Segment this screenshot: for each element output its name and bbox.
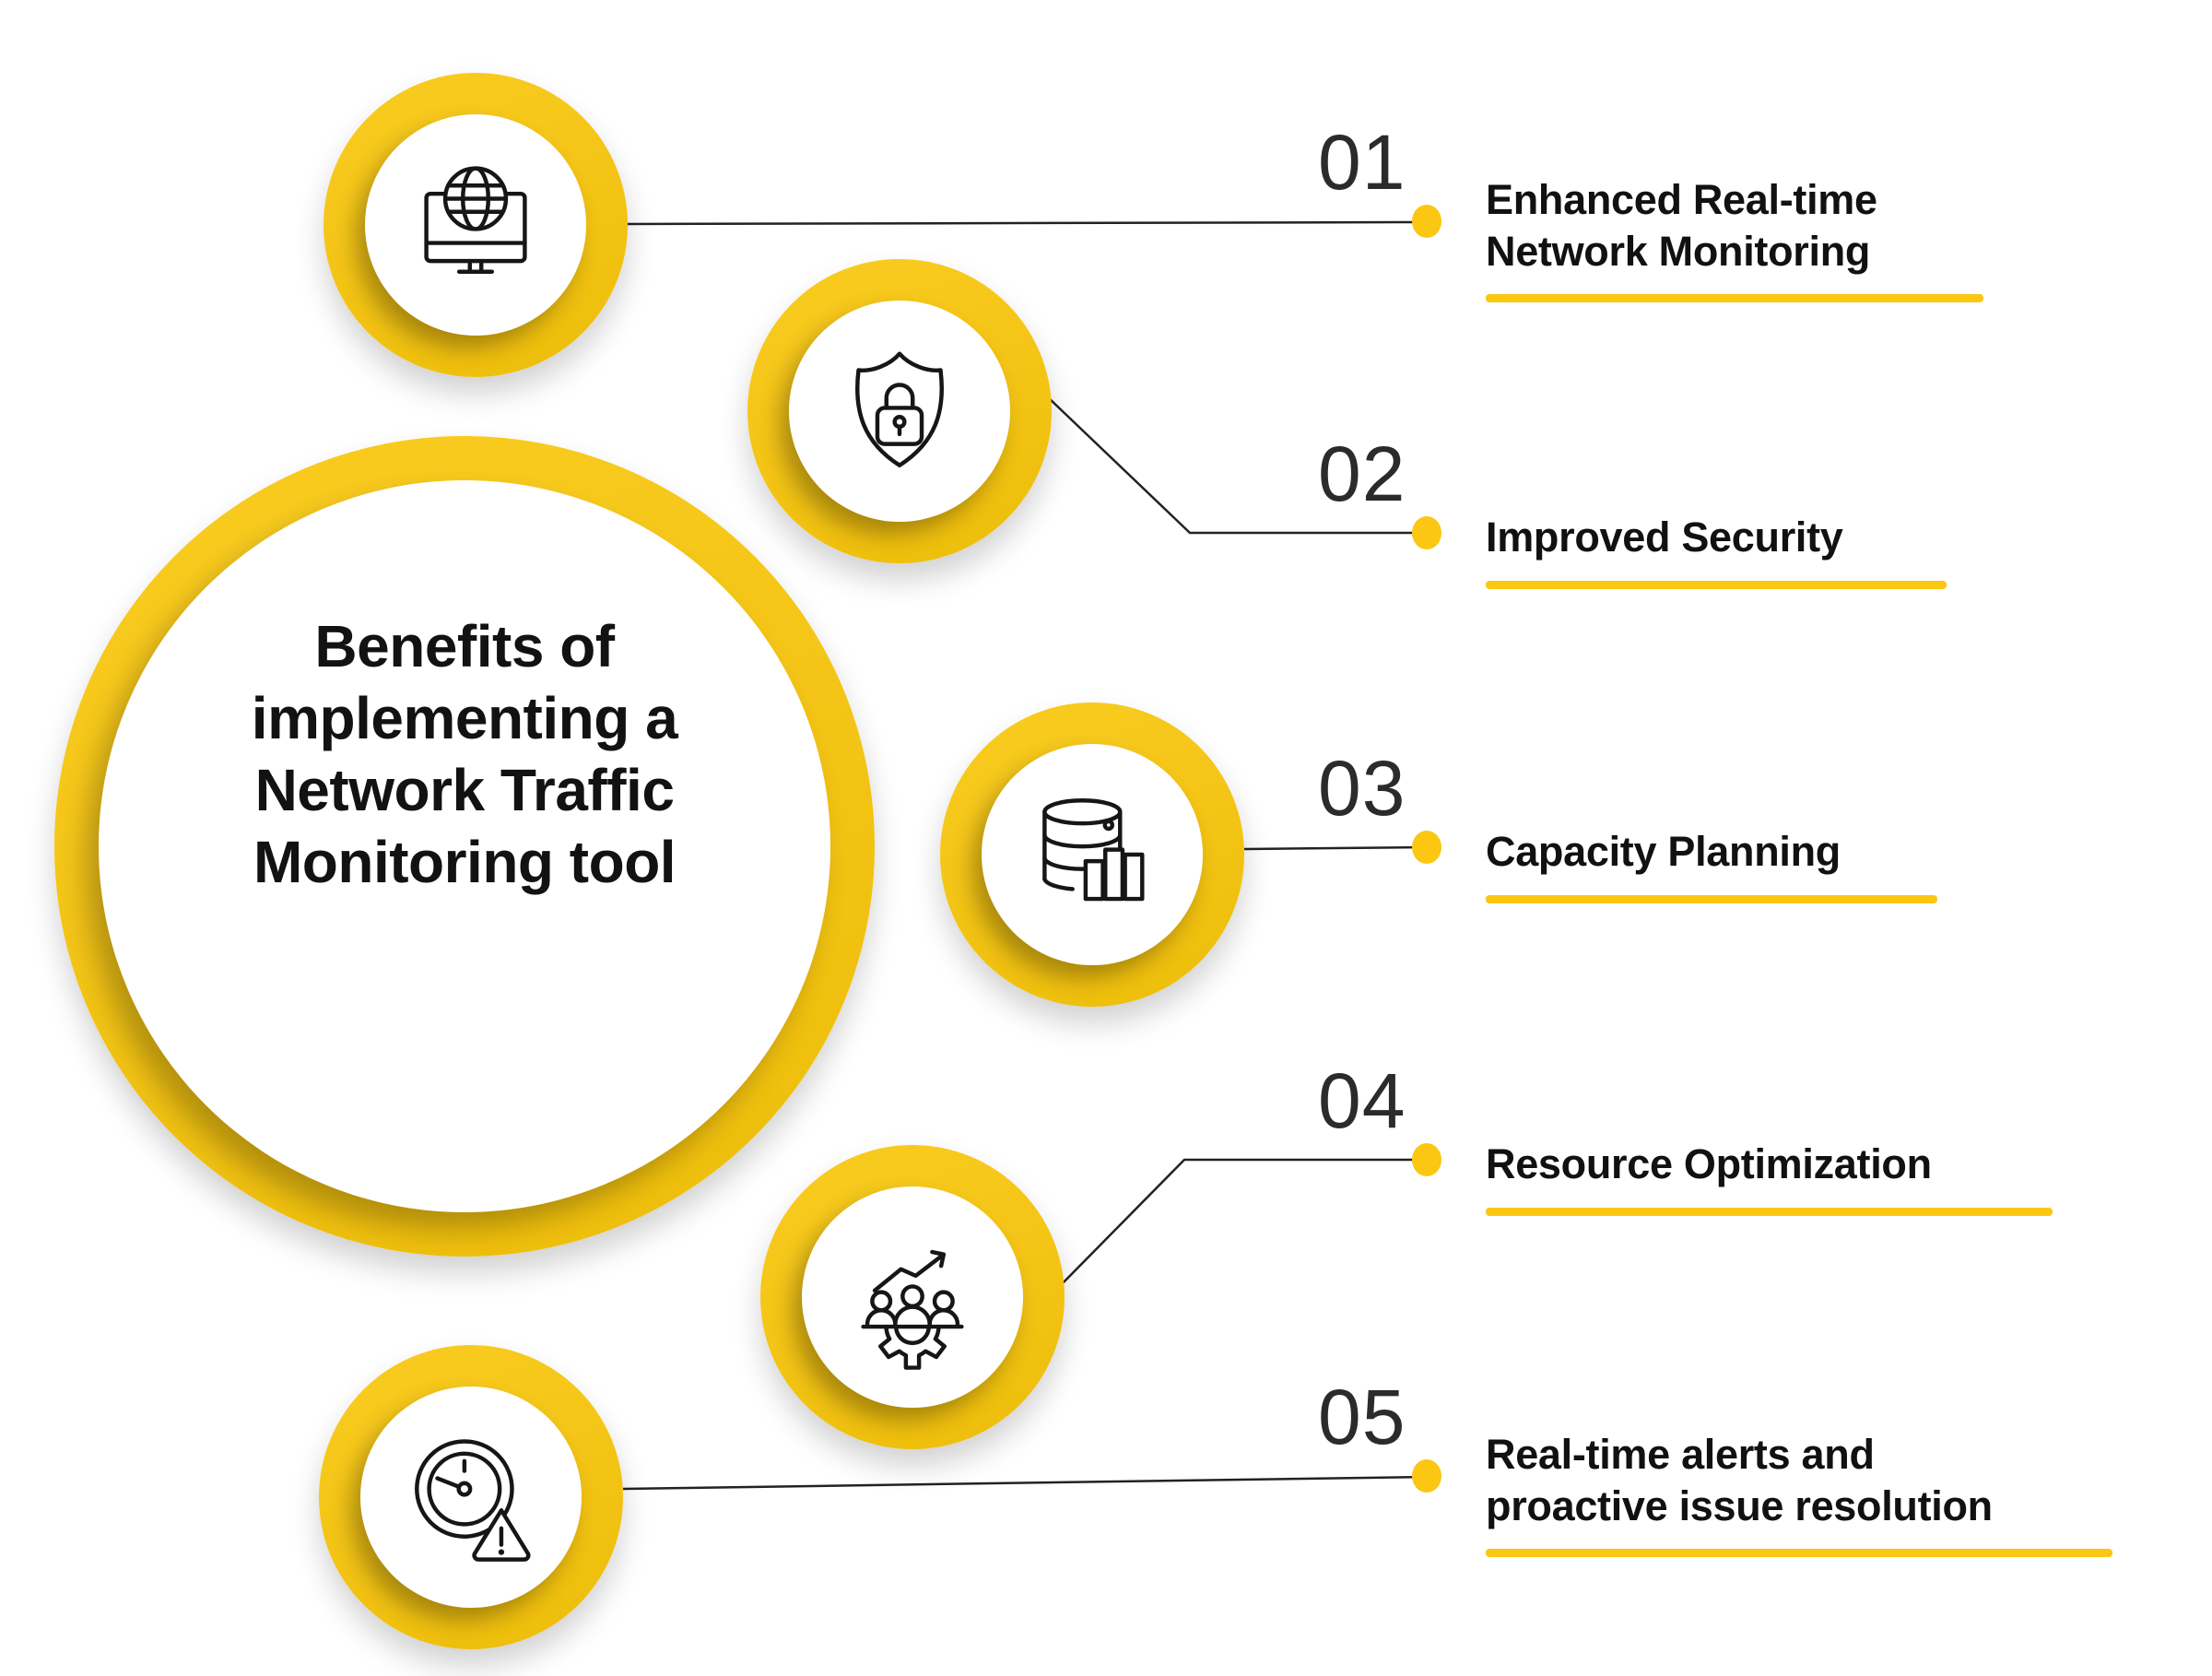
node-resource-optimization (760, 1145, 1065, 1449)
connector-line-3 (1243, 845, 1429, 851)
item-label: Real-time alerts and proactive issue res… (1486, 1431, 1993, 1529)
connector-dot (1412, 1143, 1441, 1176)
team-gear-growth-icon (861, 1249, 964, 1370)
label-underline (1486, 294, 1983, 302)
label-underline (1486, 1549, 2112, 1557)
node-alerts (319, 1345, 623, 1649)
connector-dot (1412, 516, 1441, 549)
label-underline (1486, 895, 1937, 903)
icon-circle (789, 301, 1010, 522)
item-label: Improved Security (1486, 513, 1843, 561)
item-label: Capacity Planning (1486, 828, 1841, 875)
item-number: 03 (1318, 745, 1406, 832)
connector-dot (1412, 205, 1441, 238)
central-white-face (99, 480, 830, 1212)
monitor-globe-icon (424, 166, 527, 274)
item-number: 01 (1318, 119, 1406, 206)
label-underline (1486, 1208, 2053, 1216)
shield-lock-icon (854, 351, 945, 467)
connector-dot (1412, 831, 1441, 864)
item-number: 04 (1318, 1057, 1406, 1144)
clock-warning-icon (415, 1439, 531, 1562)
icon-circle (982, 744, 1203, 965)
connector-line-5 (622, 1475, 1429, 1491)
node-capacity (940, 702, 1244, 1007)
page-title: Benefits of implementing a Network Traff… (251, 613, 678, 895)
icon-circle (365, 114, 586, 336)
connector-line-2 (1046, 395, 1428, 535)
connector-dot (1412, 1459, 1441, 1493)
node-security (747, 259, 1052, 563)
label-underline (1486, 581, 1947, 589)
icon-circle (360, 1387, 582, 1608)
database-bar-chart-icon (1042, 798, 1145, 902)
item-number: 02 (1318, 431, 1406, 517)
node-network-monitoring (324, 73, 628, 377)
item-label: Resource Optimization (1486, 1140, 1932, 1187)
icon-circle (802, 1186, 1023, 1408)
central-circle: Benefits of implementing a Network Traff… (54, 436, 875, 1257)
item-number: 05 (1318, 1374, 1406, 1460)
connector-line-1 (625, 220, 1429, 226)
connector-line-4 (1055, 1158, 1428, 1291)
item-label: Enhanced Real-time Network Monitoring (1486, 176, 1877, 275)
